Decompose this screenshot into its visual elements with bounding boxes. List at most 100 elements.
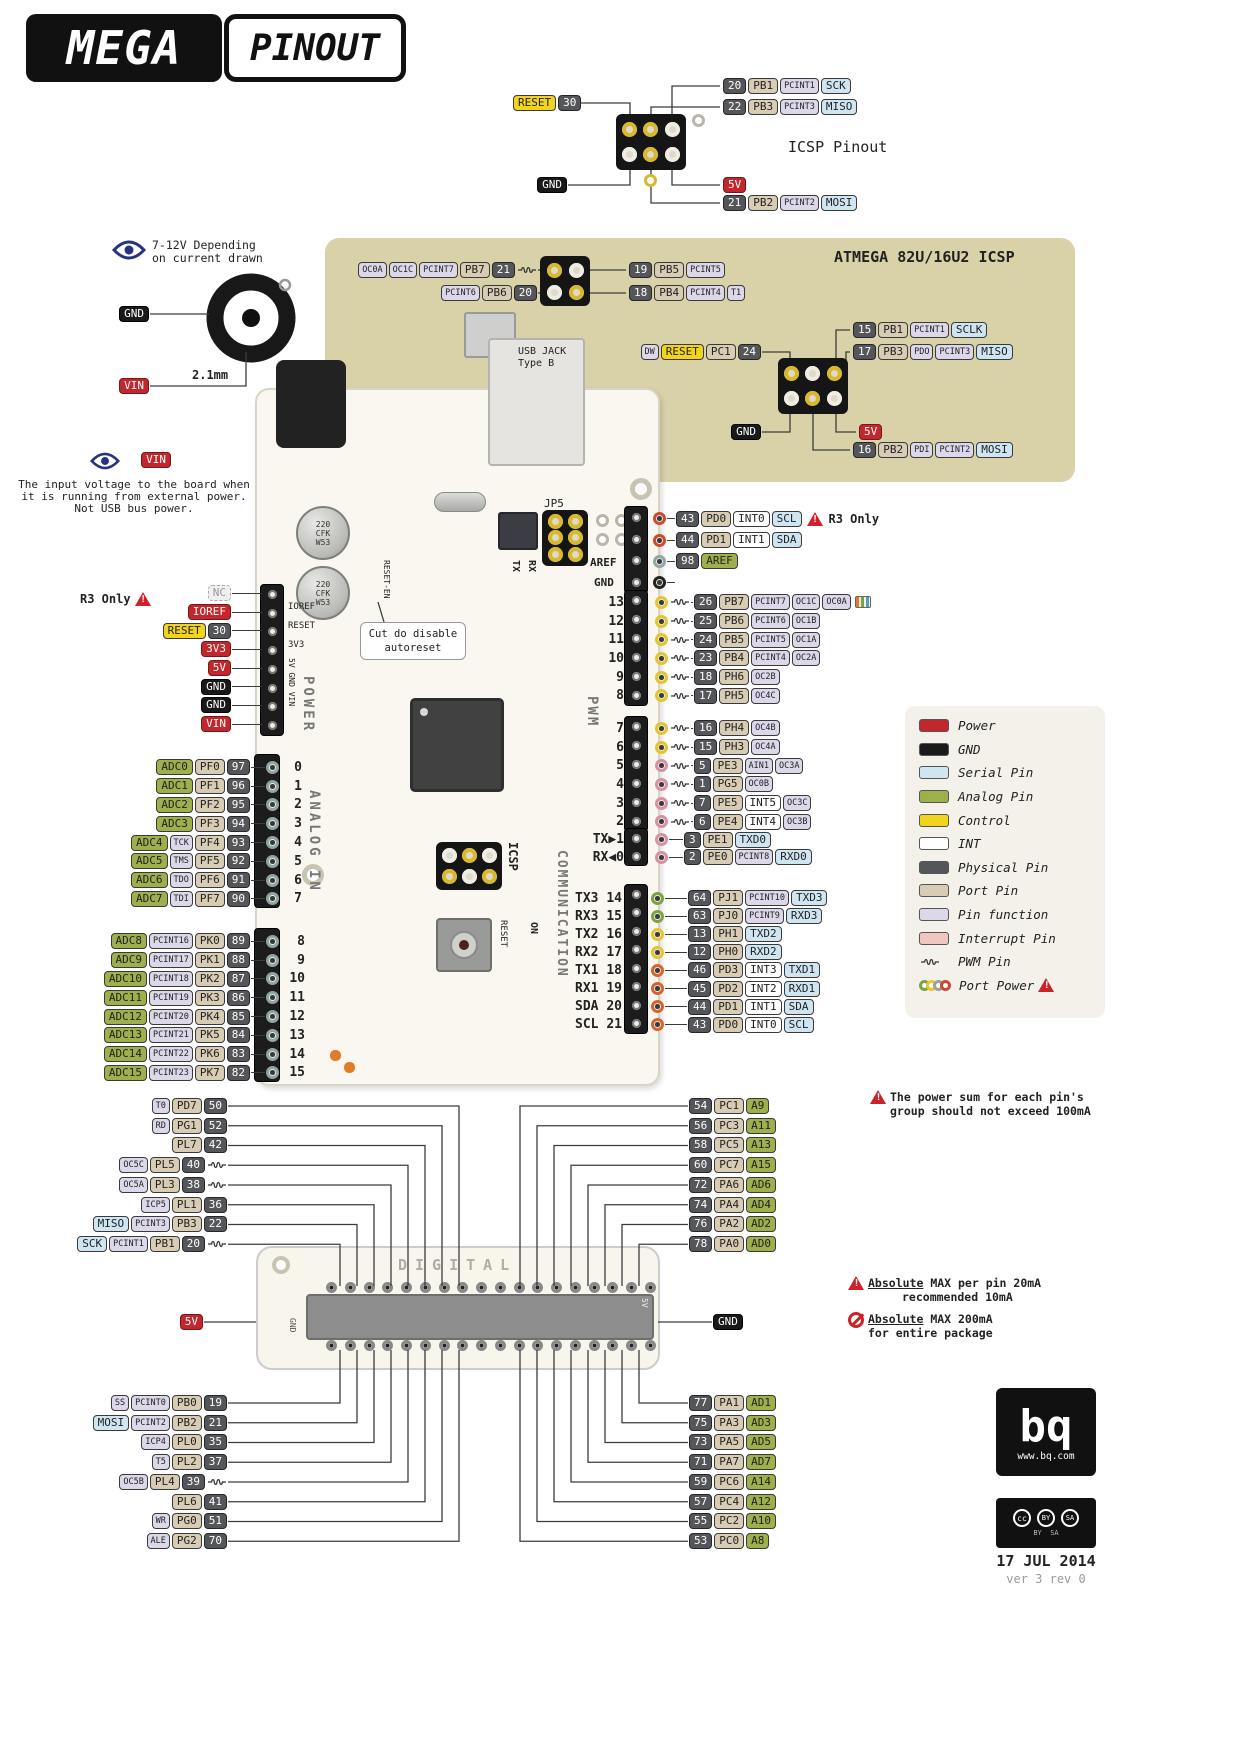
pin-badge-26: 26	[694, 594, 718, 611]
board-pin-label: RX◀0	[592, 849, 624, 865]
pin-badge-a12: A12	[746, 1493, 776, 1510]
cap-code: W53	[315, 597, 331, 607]
pin-badge-pb6: PB6	[719, 613, 750, 630]
comm-header-strip	[624, 884, 648, 1034]
board-pin-label: 5	[616, 758, 624, 774]
board-pin-label: 8	[616, 688, 624, 704]
legend-item-pwm: PWM Pin	[905, 950, 1105, 974]
pin-badge-oc0a: OC0A	[822, 594, 851, 611]
mounting-hole	[302, 864, 324, 886]
pin-badge-adc3: ADC3	[156, 815, 193, 832]
pin-badge-pcint2: PCINT2	[131, 1414, 170, 1431]
legend-label: Power	[958, 718, 996, 734]
pin-badge-gnd: GND	[201, 697, 231, 714]
usb-jack-label-line2: Type B	[518, 358, 555, 369]
pin-badge-int1: INT1	[733, 532, 770, 549]
pin-badge-pl3: PL3	[149, 1176, 180, 1193]
board-pin-label: 2	[294, 797, 302, 813]
wire-line	[665, 1006, 687, 1008]
header-hole	[631, 534, 641, 544]
pin-badge-21: 21	[491, 262, 515, 278]
pin-badge-23: 23	[694, 650, 718, 667]
atmega-gnd-row: GND	[716, 424, 762, 440]
version-label: ver 3 rev 0	[1006, 1572, 1086, 1586]
pin-badge-pcint7: PCINT7	[751, 594, 790, 611]
header-pad	[643, 147, 659, 162]
wire-line	[667, 539, 675, 541]
vin-note-line2: it is running from external power.	[21, 490, 247, 503]
connector-pin	[401, 1282, 412, 1293]
atmega-5v-row: 5V	[858, 424, 908, 440]
header-hole	[631, 634, 641, 643]
header-pad	[784, 391, 800, 406]
pin-badge-rxd1: RXD1	[783, 980, 821, 997]
pwm-squiggle-icon	[208, 1162, 226, 1169]
pin-badge-46: 46	[688, 962, 712, 979]
wire-line	[691, 676, 693, 678]
board-power-rail-label: 5V GND VIN	[287, 658, 296, 707]
connector-pin	[644, 1282, 656, 1293]
pin-badge-pb0: PB0	[171, 1394, 202, 1411]
connector-pin	[326, 1340, 337, 1351]
header-hole	[267, 646, 277, 656]
pin-badge-45: 45	[688, 980, 712, 997]
wire-line	[232, 704, 262, 706]
pin-badge-pdi: PDI	[910, 442, 934, 458]
pin-badge-90: 90	[226, 890, 250, 907]
pin-badge-pl5: PL5	[149, 1157, 180, 1174]
pin-badge-pf3: PF3	[194, 815, 225, 832]
max-package-word: Absolute	[868, 1312, 924, 1326]
pin-badge-64: 64	[688, 890, 712, 907]
power-header-strip	[260, 584, 284, 736]
pin-badge-pb3: PB3	[171, 1216, 202, 1233]
wire-line	[691, 657, 693, 659]
pin-badge-18: 18	[694, 669, 718, 686]
pin-dot	[266, 760, 279, 774]
pin-badge-mosi: MOSI	[976, 442, 1013, 458]
pin-badge-aref: AREF	[701, 553, 738, 570]
pin-badge-pj0: PJ0	[713, 908, 744, 925]
pin-badge-vin: VIN	[119, 378, 149, 394]
pin-badge-pl2: PL2	[171, 1454, 202, 1471]
header-pad	[568, 262, 584, 278]
pin-badge-pb2: PB2	[171, 1414, 202, 1431]
pwm-squiggle-icon	[518, 267, 536, 273]
wire-line	[251, 785, 265, 787]
header-pad	[664, 147, 680, 162]
pin-badge-pb1: PB1	[149, 1236, 180, 1253]
pin-badge-pcint21: PCINT21	[149, 1027, 193, 1044]
pin-badge-oc5b: OC5B	[119, 1473, 148, 1490]
cap-value: 220	[315, 579, 331, 589]
connector-pin	[363, 1282, 375, 1293]
pin-badge-pc5: PC5	[714, 1137, 745, 1154]
pin-badge-pk4: PK4	[194, 1008, 225, 1025]
pwm-squiggle-icon	[671, 692, 689, 699]
pin-badge-pcint9: PCINT9	[745, 908, 784, 925]
wire-line	[667, 560, 675, 562]
pin-badge-37: 37	[203, 1454, 227, 1471]
board-pin-label: 9	[297, 952, 305, 968]
pin-badge-92: 92	[226, 853, 250, 870]
header-pad	[481, 869, 497, 884]
pin-badge-72: 72	[689, 1176, 713, 1193]
pin-badge-reset: RESET	[162, 622, 206, 639]
autoreset-note: Cut do disable autoreset	[360, 622, 466, 660]
pin-badge-17: 17	[853, 344, 877, 360]
board-gnd-label: GND	[594, 576, 614, 589]
connector-pin	[494, 1282, 506, 1293]
wire-line	[665, 897, 687, 899]
pin-badge-pd3: PD3	[713, 962, 744, 979]
wire-line	[691, 783, 693, 785]
pin-badge-pl6: PL6	[171, 1493, 202, 1510]
connector-pin	[419, 1340, 431, 1351]
legend-label: Port Pin	[958, 883, 1019, 899]
